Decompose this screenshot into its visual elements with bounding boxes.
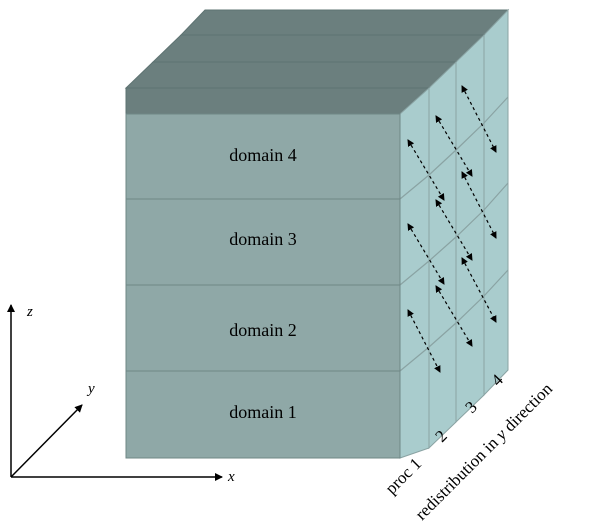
domain-label-1: domain 1 bbox=[229, 402, 297, 422]
coordinate-axes bbox=[7, 304, 223, 481]
proc-label-1: proc 1 bbox=[381, 454, 425, 498]
domain-box-3 bbox=[125, 198, 401, 286]
domain-label-3: domain 3 bbox=[229, 229, 297, 249]
redistribution-arrow bbox=[461, 257, 497, 323]
redistribution-arrows bbox=[407, 85, 497, 373]
y-axis bbox=[10, 404, 83, 478]
z-axis-label: z bbox=[26, 304, 33, 320]
redistribution-suffix: direction bbox=[497, 379, 557, 439]
y-axis-label: y bbox=[86, 381, 95, 397]
domain-label-4: domain 4 bbox=[229, 145, 297, 165]
domain-box-4 bbox=[125, 113, 401, 200]
domain-box-2 bbox=[125, 284, 401, 372]
domain-box-1 bbox=[125, 370, 401, 459]
x-axis-label: x bbox=[227, 469, 235, 485]
domain-label-2: domain 2 bbox=[229, 320, 297, 340]
redistribution-arrow bbox=[461, 171, 497, 239]
redistribution-arrow bbox=[461, 85, 497, 153]
